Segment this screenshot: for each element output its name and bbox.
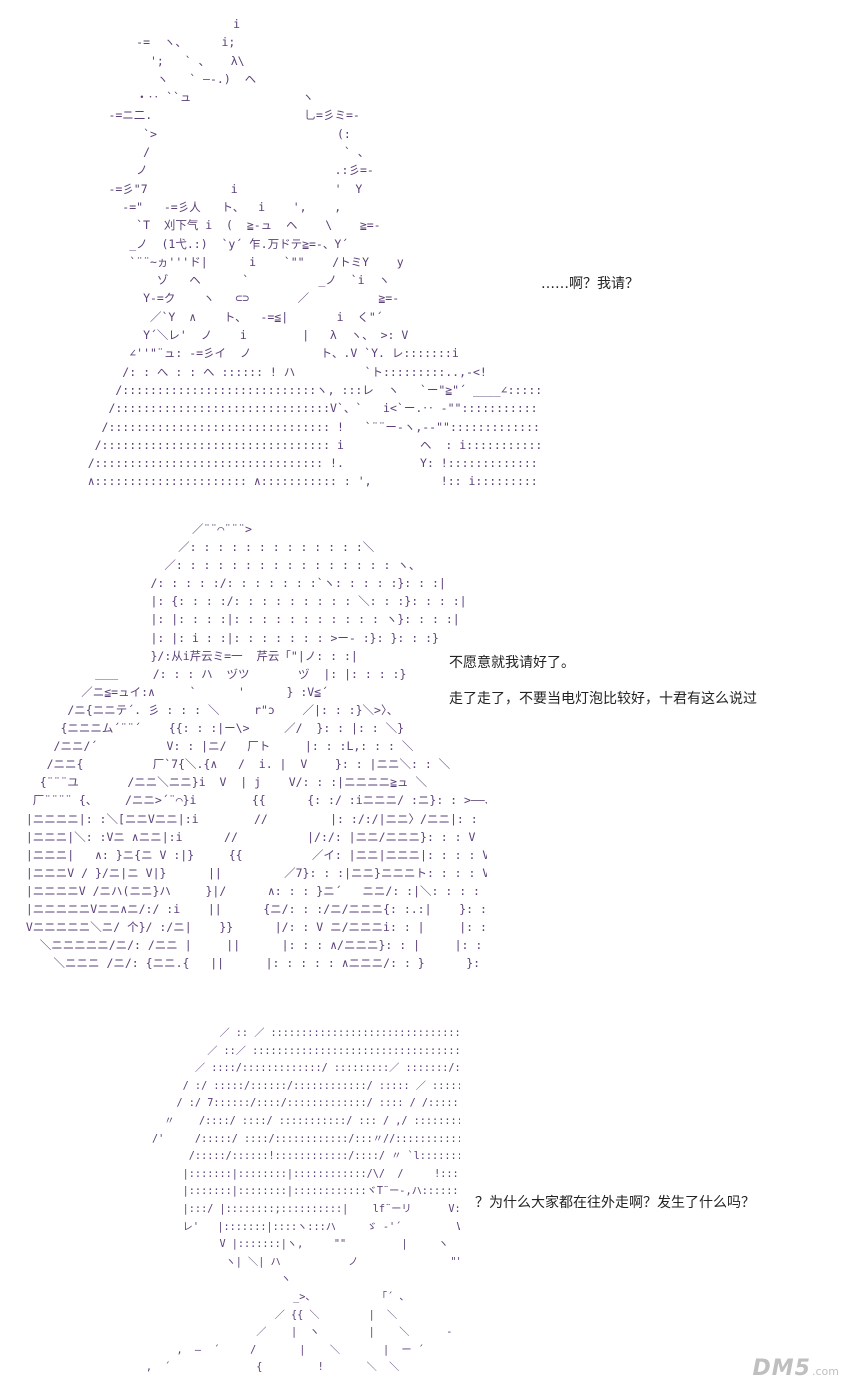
dialogue-line-2: 不愿意就我请好了。 — [449, 655, 575, 671]
ascii-art-character-1: i -= ヽ、 i; '; ` 、 λ\ ヽ ` ―-.) ヘ ・‥ ``ュ ヽ… — [87, 17, 540, 489]
ascii-art-character-3: ／ :: ／ :::::::::::::::::::::::::::::::::… — [145, 1028, 460, 1374]
panel-3: ／ :: ／ :::::::::::::::::::::::::::::::::… — [60, 1025, 460, 1375]
dialogue-line-1: ……啊？我请？ — [541, 276, 639, 292]
panel-2: ／¨¨⌒¨¨¨> ／: : : : : : : : : : : : :＼ ／: … — [12, 520, 487, 980]
panel-1: i -= ヽ、 i; '; ` 、 λ\ ヽ ` ―-.) ヘ ・‥ ``ュ ヽ… — [60, 15, 540, 495]
watermark-mark: DM5 — [752, 1356, 811, 1381]
ascii-art-character-2: ／¨¨⌒¨¨¨> ／: : : : : : : : : : : : :＼ ／: … — [25, 522, 487, 971]
dialogue-line-3: 走了走了，不要当电灯泡比较好，十君有这么说过 — [449, 691, 757, 707]
dialogue-line-4: ？为什么大家都在往外走啊？发生了什么吗？ — [475, 1195, 755, 1211]
site-watermark-logo: DM5 .com — [753, 1356, 839, 1381]
watermark-suffix: .com — [812, 1365, 839, 1378]
